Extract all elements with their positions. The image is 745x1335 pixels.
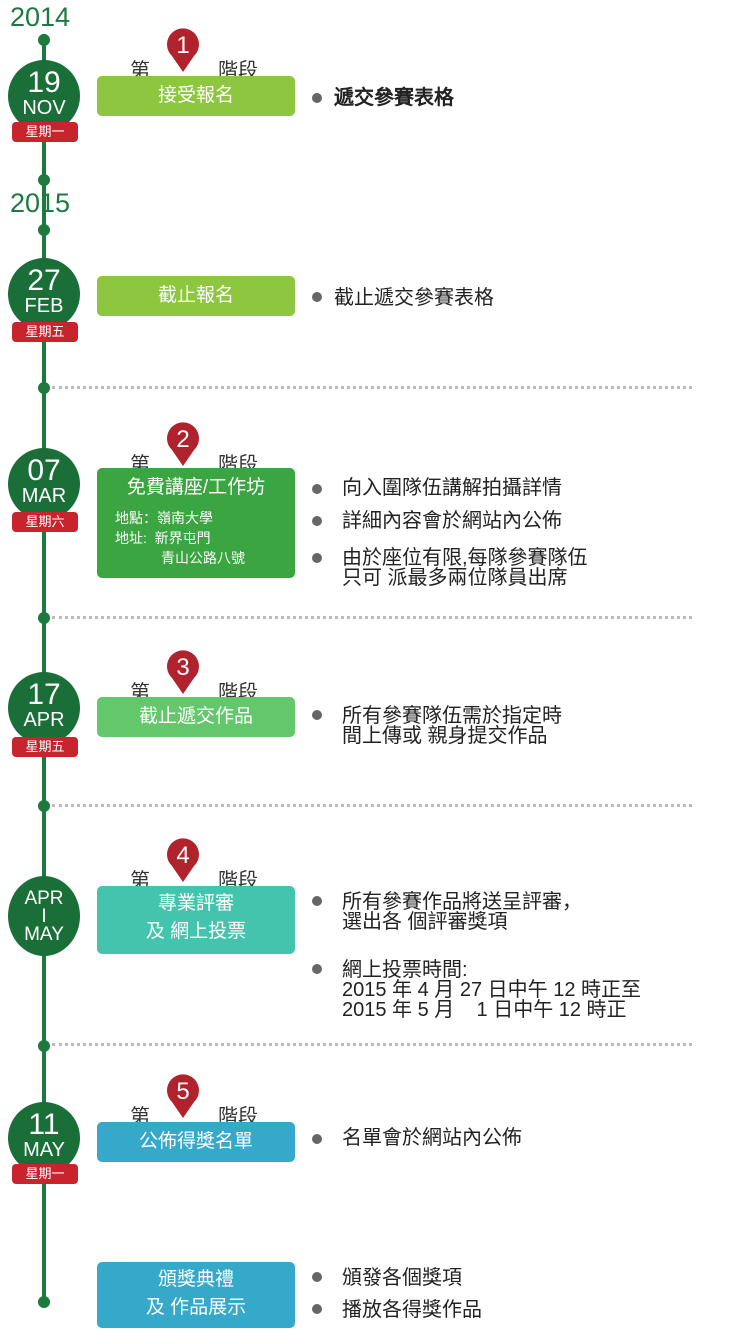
bullet-text: 網上投票時間: 2015 年 4 月 27 日中午 12 時正至 2015 年 … [342, 959, 642, 1021]
bullet-text: 播放各得獎作品 [342, 1299, 482, 1321]
bullet-icon [312, 484, 322, 494]
weekday-badge: 星期五 [12, 737, 78, 757]
bullet-icon [312, 964, 322, 974]
bullet-icon [312, 516, 322, 526]
event-title: 公佈得獎名單 [138, 1131, 253, 1152]
stage-pin-icon: 2 [167, 422, 199, 466]
date-day: 07 [27, 454, 61, 487]
event-title-line: 及 作品展示 [145, 1297, 247, 1318]
separator [52, 386, 692, 389]
event-title-box: 免費講座/工作坊 地點：嶺南大學 地址: 新界屯門 青山公路八號 [97, 468, 295, 578]
bullet-text: 頒發各個獎項 [342, 1267, 462, 1289]
bullet-icon [312, 1272, 322, 1282]
stage-pin-icon: 3 [167, 650, 199, 694]
timeline-dot [38, 800, 50, 812]
event-title: 接受報名 [157, 85, 234, 106]
bullet-text: 截止遞交參賽表格 [334, 287, 494, 309]
timeline-dot [38, 1296, 50, 1308]
timeline-dot [38, 612, 50, 624]
event-title: 免費講座/工作坊 [126, 477, 266, 498]
date-day: 17 [27, 678, 61, 711]
weekday-badge: 星期六 [12, 512, 78, 532]
stage-number: 1 [176, 32, 189, 59]
stage-number: 5 [176, 1078, 189, 1105]
date-circle: 17 APR [8, 672, 80, 744]
date-circle: 27 FEB [8, 258, 80, 330]
stage-pin-icon: 5 [167, 1074, 199, 1118]
separator [52, 616, 692, 619]
bullet-icon [312, 710, 322, 720]
stage-number: 4 [176, 842, 189, 869]
bullet-text: 名單會於網站內公佈 [342, 1127, 522, 1149]
event-title-box: 公佈得獎名單 [97, 1122, 295, 1162]
year-2015: 2015 [10, 188, 71, 218]
stage-pin-icon: 4 [167, 838, 199, 882]
date-month: FEB [24, 295, 64, 317]
date-day: 19 [27, 66, 61, 99]
weekday-badge: 星期一 [12, 122, 78, 142]
event-title-box: 頒獎典禮 及 作品展示 [97, 1262, 295, 1328]
date-circle: 11 MAY [8, 1102, 80, 1174]
timeline-dot [38, 382, 50, 394]
separator [52, 1043, 692, 1046]
event-title-box: 接受報名 [97, 76, 295, 116]
bullet-text: 所有參賽隊伍需於指定時 間上傳或 親身提交作品 [342, 705, 562, 747]
event-title-box: 專業評審 及 網上投票 [97, 886, 295, 954]
event-detail: 青山公路八號 [161, 550, 245, 566]
timeline-dot [38, 34, 50, 46]
event-title: 截止遞交作品 [138, 706, 253, 727]
event-title-box: 截止遞交作品 [97, 697, 295, 737]
timeline-line [42, 34, 46, 1304]
event-title-line: 頒獎典禮 [157, 1269, 234, 1290]
bullet-text: 向入圍隊伍講解拍攝詳情 [342, 477, 562, 499]
bullet-icon [312, 292, 322, 302]
event-detail: 地點：嶺南大學 [115, 510, 213, 526]
event-title: 截止報名 [157, 285, 234, 306]
stage-number: 2 [176, 426, 189, 453]
stage-pin-icon: 1 [167, 28, 199, 72]
event-title-line: 及 網上投票 [145, 921, 247, 942]
bullet-text: 詳細內容會於網站內公佈 [342, 510, 562, 532]
timeline-dot [38, 224, 50, 236]
date-day: 27 [27, 264, 61, 297]
bullet-icon [312, 1304, 322, 1314]
bullet-text: 所有參賽作品將送呈評審， 選出各 個評審獎項 [342, 891, 582, 933]
separator [52, 804, 692, 807]
timeline-dot [38, 174, 50, 186]
bullet-icon [312, 896, 322, 906]
date-circle: 07 MAR [8, 448, 80, 520]
weekday-badge: 星期五 [12, 322, 78, 342]
bullet-icon [312, 1134, 322, 1144]
date-separator: I [41, 906, 47, 927]
date-circle: APR I MAY [8, 876, 80, 956]
year-2014: 2014 [10, 2, 71, 32]
date-circle: 19 NOV [8, 60, 80, 132]
date-month-from: APR [24, 888, 64, 909]
weekday-badge: 星期一 [12, 1164, 78, 1184]
timeline-dot [38, 1040, 50, 1052]
date-month: NOV [22, 97, 66, 119]
event-title-line: 專業評審 [157, 893, 234, 914]
stage-number: 3 [176, 654, 189, 681]
date-month-to: MAY [24, 924, 64, 945]
date-month: APR [23, 709, 65, 731]
date-month: MAR [21, 485, 67, 507]
bullet-text: 由於座位有限,每隊參賽隊伍 只可 派最多兩位隊員出席 [342, 547, 588, 589]
event-title-box: 截止報名 [97, 276, 295, 316]
bullet-icon [312, 93, 322, 103]
event-detail: 地址: 新界屯門 [115, 530, 211, 546]
date-day: 11 [28, 1108, 60, 1141]
bullet-icon [312, 553, 322, 563]
bullet-text: 遞交參賽表格 [334, 87, 454, 109]
date-month: MAY [23, 1139, 65, 1161]
